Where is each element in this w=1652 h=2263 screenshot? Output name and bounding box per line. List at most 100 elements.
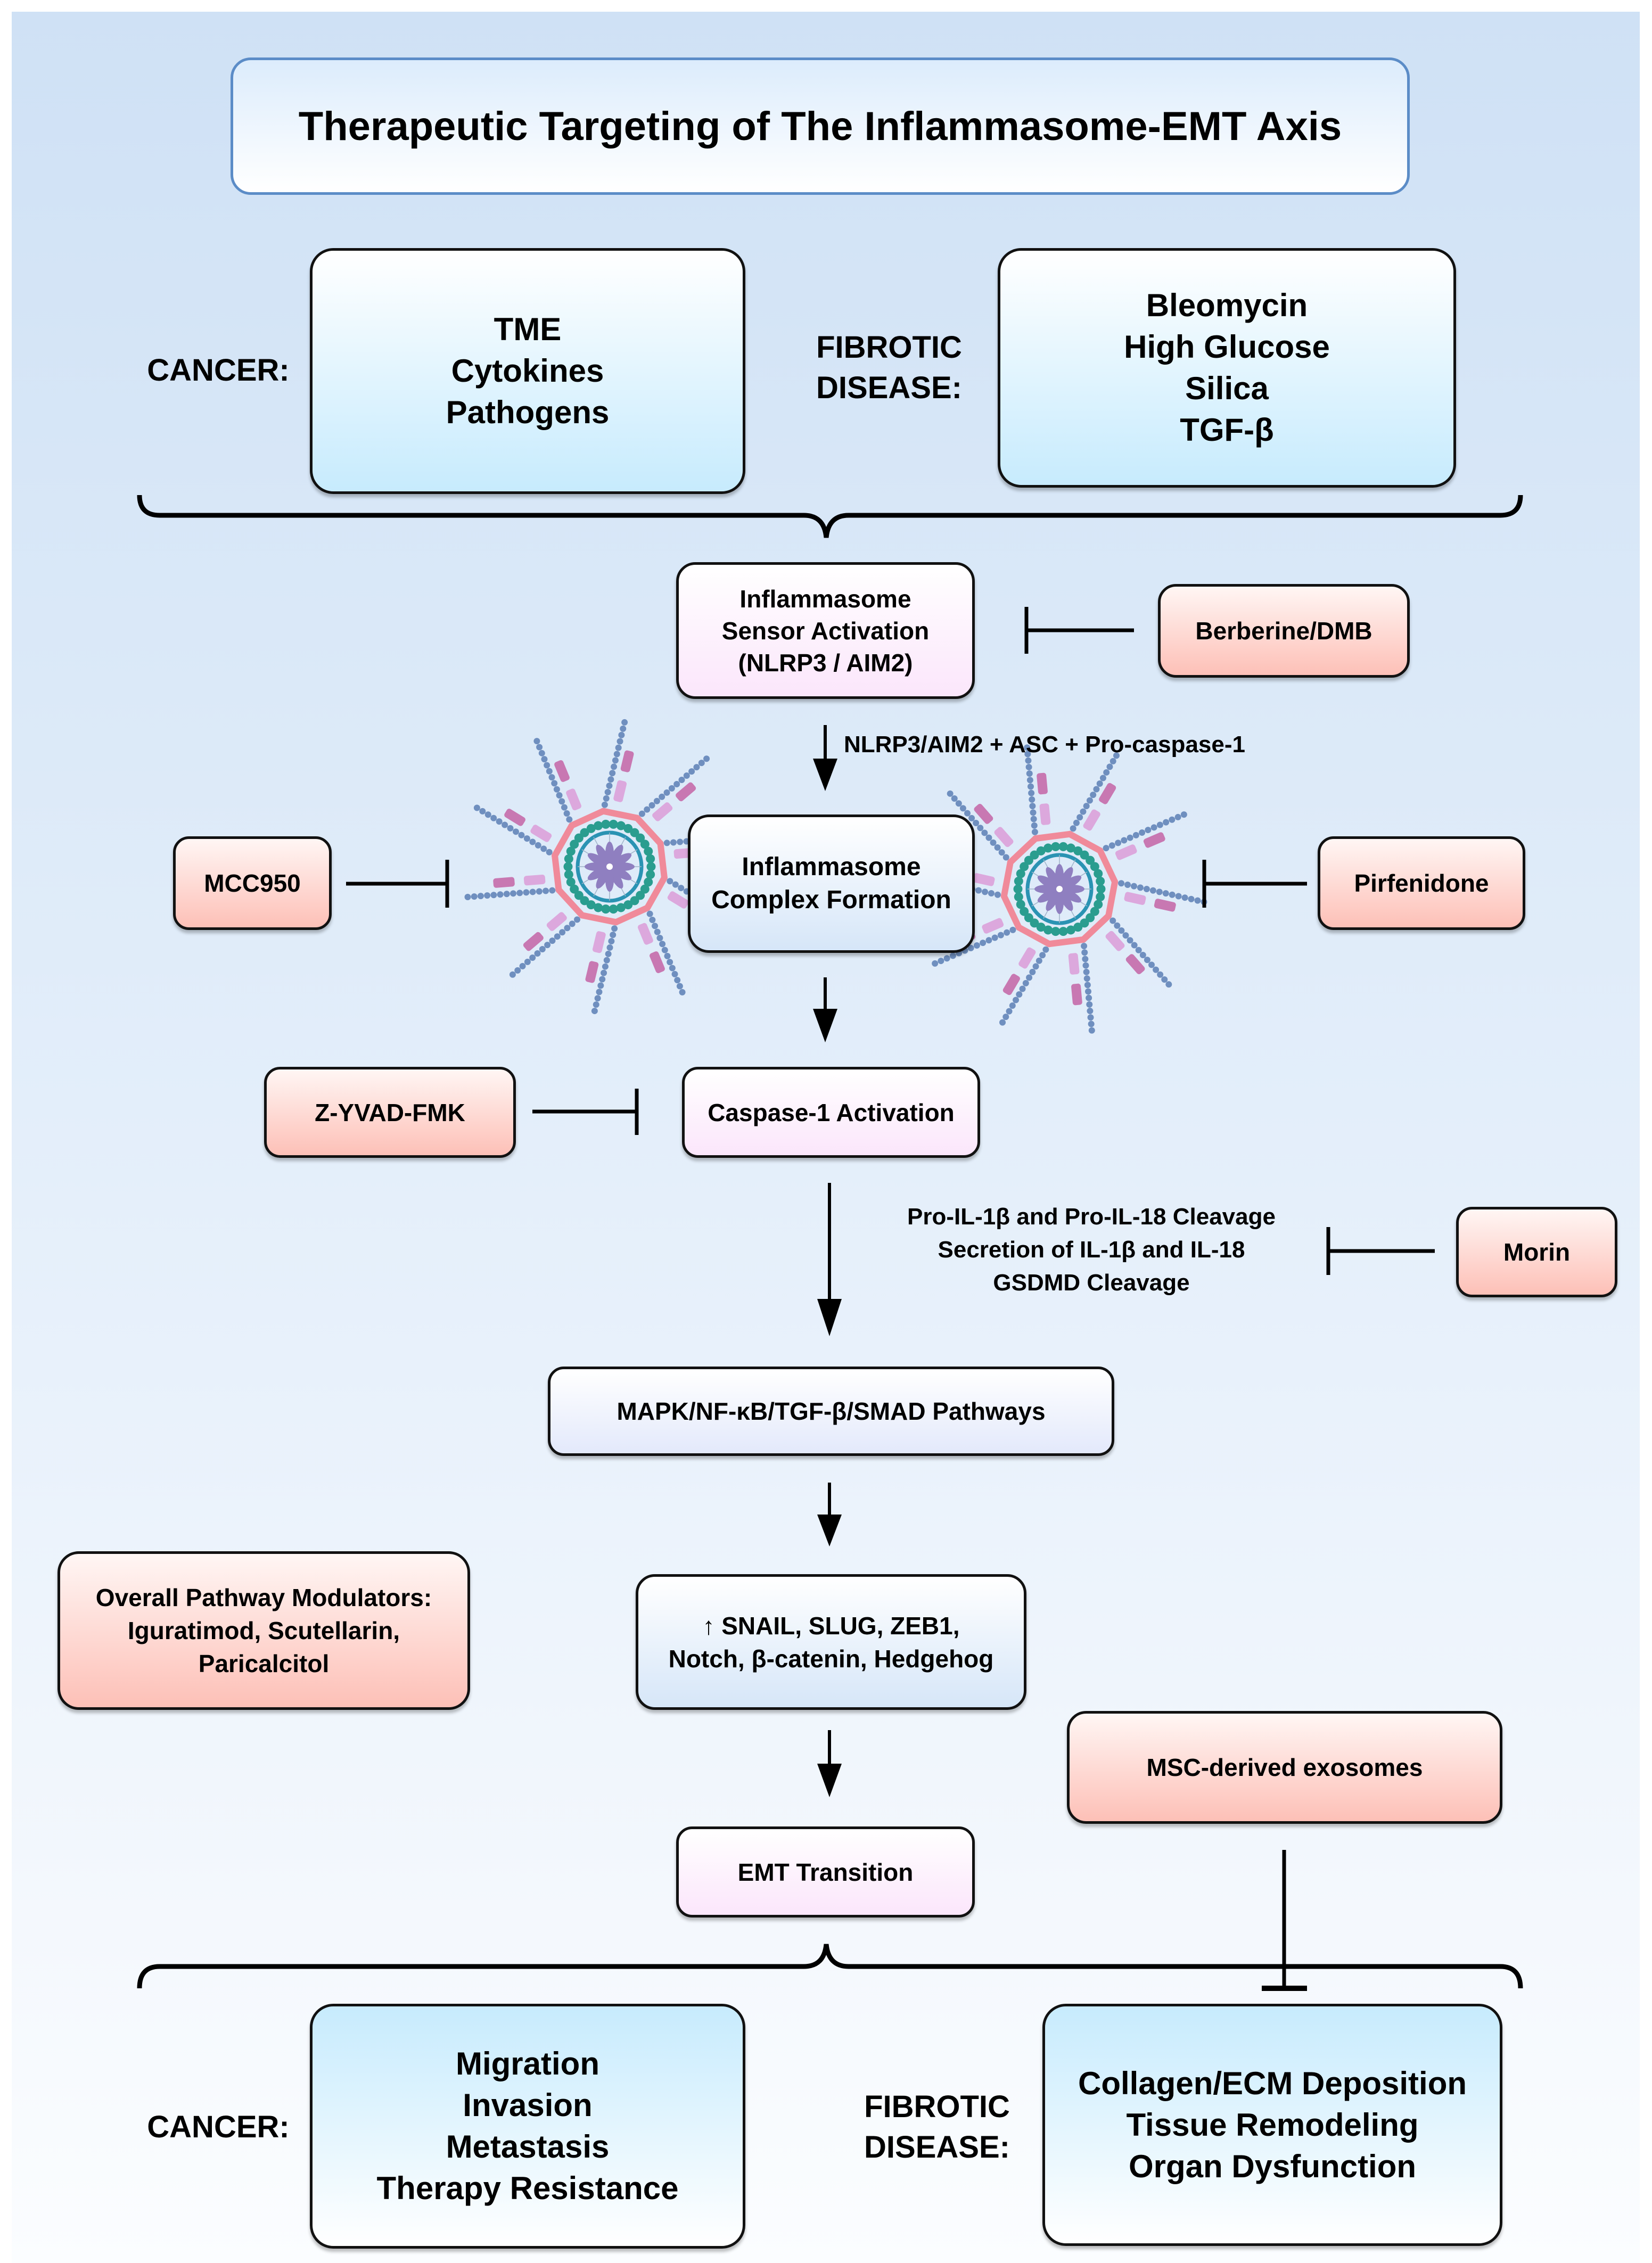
procaspase-block [585,961,599,983]
trigger-cancer-item: Cytokines [451,353,604,389]
sensor-line: (NLRP3 / AIM2) [738,648,913,677]
filament [1080,936,1095,1034]
procaspase-block [493,877,515,888]
outcome-cancer-box: Migration Invasion Metastasis Therapy Re… [310,2004,745,2249]
inhibitor-berberine-box: Berberine/DMB [1158,584,1410,678]
filament [591,919,619,1015]
inhibit-morin-to-cleavage [1326,1227,1435,1275]
inhibitor-zyvad-box: Z-YVAD-FMK [264,1067,516,1158]
procaspase-block [546,912,567,931]
procaspase-block [504,809,525,826]
filament [1066,752,1120,837]
procaspase-block [523,874,546,886]
nlrp3-ring [552,808,668,926]
inhibitor-mcc950-label: MCC950 [204,869,301,897]
procaspase-block [1099,783,1116,804]
procaspase-block [652,802,673,821]
procaspase-block [1039,803,1051,825]
complex-line: Inflammasome [742,853,921,881]
cleavage-effects: Pro-IL-1β and Pro-IL-18 Cleavage Secreti… [862,1200,1320,1299]
title-text: Therapeutic Targeting of The Inflammasom… [298,103,1342,149]
filament [644,904,686,995]
signaling-pathways-box: MAPK/NF-κB/TGF-β/SMAD Pathways [548,1367,1114,1456]
inhibitor-msc-exosomes-label: MSC-derived exosomes [1146,1754,1423,1781]
procaspase-block [1083,809,1100,831]
trigger-fibrotic-label: FIBROTIC DISEASE: [799,327,980,408]
inhibit-berberine-to-sensor [1024,607,1134,654]
filament [1105,912,1172,988]
trigger-fibrotic-label-line2: DISEASE: [816,371,962,405]
arrow-sensor-to-complex [813,725,837,791]
procaspase-block [620,750,634,772]
procaspase-block [1105,931,1125,951]
emt-transition-label: EMT Transition [737,1858,914,1886]
procaspase-block [566,788,582,811]
complex-formation-box: Inflammasome Complex Formation [688,814,975,953]
trigger-fibrotic-item: Silica [1185,371,1269,406]
procaspase-block [523,932,544,951]
trigger-fibrotic-label-line1: FIBROTIC [816,330,962,365]
procaspase-block [973,873,995,886]
complex-line: Complex Formation [711,886,951,914]
arrow-caspase-to-signaling [817,1183,842,1336]
overall-modulators-line: Paricalcitol [198,1650,330,1677]
procaspase-block [1071,983,1082,1006]
caspase-activation-label: Caspase-1 Activation [708,1098,955,1126]
procaspase-block [676,782,696,802]
top-brace [137,495,1523,538]
trigger-fibrotic-item: TGF-β [1180,412,1274,448]
procaspase-block [982,918,1004,934]
trigger-cancer-item: TME [494,311,562,347]
asc-ring [1013,842,1106,936]
trigger-cancer-box: TME Cytokines Pathogens [310,248,745,494]
filament [533,738,576,829]
procaspase-block [1037,772,1048,795]
transcription-line: Notch, β-catenin, Hedgehog [668,1644,994,1673]
outcome-fibrotic-box: Collagen/ECM Deposition Tissue Remodelin… [1042,2004,1502,2246]
inhibitor-overall-modulators-box: Overall Pathway Modulators: Iguratimod, … [57,1551,470,1710]
filament [1112,878,1207,906]
procaspase-block [667,891,689,909]
outcome-cancer-item: Invasion [463,2087,593,2123]
emt-transition-box: EMT Transition [676,1826,975,1918]
procaspase-block [530,825,552,842]
arrow-transcription-to-emt [817,1730,842,1797]
outcome-fibrotic-item: Tissue Remodeling [1126,2106,1419,2143]
caspase-activation-box: Caspase-1 Activation [682,1067,980,1158]
trigger-fibrotic-item: High Glucose [1124,329,1330,365]
procaspase-block [1018,947,1036,969]
filament [509,912,586,978]
filament [464,886,562,901]
cleavage-effect-line: GSDMD Cleavage [993,1270,1190,1296]
outcome-fibrotic-item: Collagen/ECM Deposition [1078,2065,1467,2101]
outcome-fibrotic-label-line1: FIBROTIC [864,2089,1010,2124]
inhibitor-pirfenidone-box: Pirfenidone [1318,836,1525,930]
overall-modulators-line: Iguratimod, Scutellarin, [127,1617,400,1644]
filament [600,719,628,814]
inhibit-pirfenidone-to-complex [1202,860,1307,908]
outcome-fibrotic-label: FIBROTIC DISEASE: [846,2087,1028,2168]
trigger-fibrotic-box: Bleomycin High Glucose Silica TGF-β [998,248,1456,488]
procaspase-block [650,951,665,973]
nlrp3-ring [1000,830,1119,948]
trigger-cancer-item: Pathogens [446,394,610,430]
procaspase-block [637,923,653,945]
inhibit-zyvad-to-caspase [532,1089,639,1135]
procaspase-block [974,803,993,824]
assembly-label: NLRP3/AIM2 + ASC + Pro-caspase-1 [844,731,1245,758]
filament [1024,744,1039,842]
sensor-line: Sensor Activation [721,616,930,645]
procaspase-block [1143,832,1165,848]
trigger-fibrotic-item: Bleomycin [1146,287,1308,323]
inhibitor-morin-label: Morin [1503,1238,1571,1266]
arrow-signaling-to-transcription [817,1483,842,1546]
procaspase-block [1125,954,1145,975]
core-flower [585,842,635,892]
outcome-cancer-item: Therapy Resistance [376,2170,679,2206]
inhibitor-mcc950-box: MCC950 [173,836,332,930]
inhibitor-pirfenidone-label: Pirfenidone [1354,869,1489,897]
procaspase-block [1115,844,1137,860]
overall-modulators-line: Overall Pathway Modulators: [95,1584,432,1611]
trigger-cancer-label: CANCER: [147,353,290,388]
core-flower [1034,864,1084,914]
